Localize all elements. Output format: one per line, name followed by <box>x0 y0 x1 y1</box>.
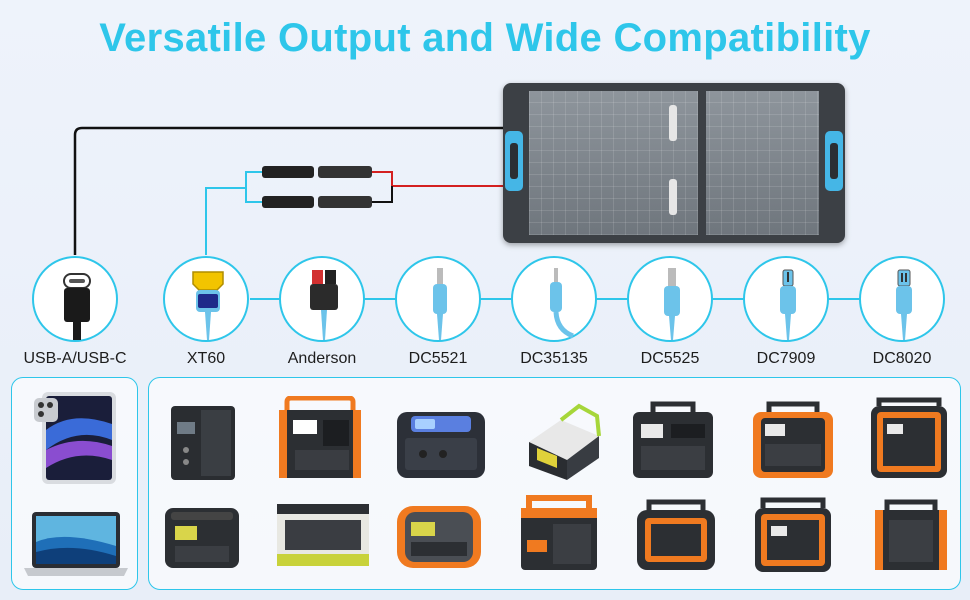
xt60-plug-icon <box>163 256 249 342</box>
power-station-icon <box>397 412 485 478</box>
power-station-icon <box>277 504 369 566</box>
dc-barrel-plug-icon <box>859 256 945 342</box>
usb-c-cable-icon <box>32 256 118 342</box>
power-station-icon <box>871 397 947 478</box>
dc-barrel-plug-icon <box>743 256 829 342</box>
dc-barrel-plug-icon <box>395 256 481 342</box>
power-station-icon <box>397 506 481 568</box>
personal-devices-panel <box>11 377 138 590</box>
dc-barrel-plug-icon <box>627 256 713 342</box>
connector-label-xt60: XT60 <box>186 350 226 367</box>
power-station-icon <box>529 403 601 480</box>
tablet-icon <box>34 392 116 484</box>
connector-label-dc7909: DC7909 <box>756 350 816 367</box>
solar-panel <box>503 83 845 243</box>
power-station-icon <box>171 406 235 480</box>
connector-label-dc8020: DC8020 <box>872 350 932 367</box>
power-station-icon <box>753 401 833 478</box>
connector-label-anderson: Anderson <box>287 350 357 367</box>
power-station-icon <box>755 497 831 572</box>
connector-row: USB-A/USB-C XT60 Anderson DC5521 <box>0 252 970 370</box>
connector-label-dc35135: DC35135 <box>520 350 588 367</box>
connector-label-dc5521: DC5521 <box>408 350 468 367</box>
power-station-icon <box>637 499 715 570</box>
power-station-icon <box>165 508 239 568</box>
power-station-icon <box>875 499 947 570</box>
panel-handle-left <box>505 131 523 191</box>
panel-handle-right <box>825 131 843 191</box>
page-title: Versatile Output and Wide Compatibility <box>99 16 871 60</box>
power-stations-panel <box>148 377 961 590</box>
power-station-icon <box>521 495 597 570</box>
dc-barrel-plug-icon <box>511 256 597 342</box>
power-station-icon <box>279 396 361 478</box>
laptop-icon <box>24 512 128 576</box>
connector-label-usb: USB-A/USB-C <box>23 350 127 367</box>
connector-label-dc5525: DC5525 <box>640 350 700 367</box>
power-station-icon <box>633 401 713 478</box>
anderson-plug-icon <box>279 256 365 342</box>
